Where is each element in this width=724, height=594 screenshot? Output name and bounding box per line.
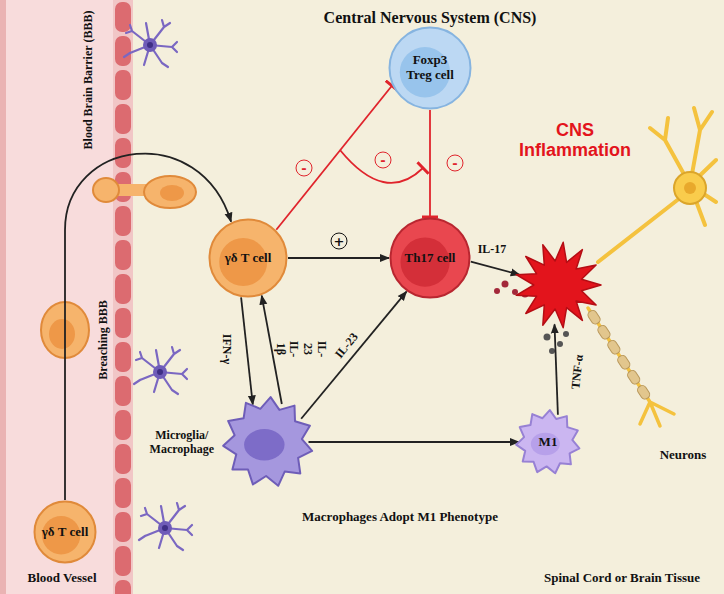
gamma-delta-t-cell: γδ T cell xyxy=(208,218,288,298)
process-label: Breaching BBB xyxy=(97,300,111,379)
connector xyxy=(309,441,520,443)
neuron-label: Neurons xyxy=(660,448,707,463)
edge-label: - xyxy=(296,160,313,177)
barrier-label: Blood Brain Barrier (BBB) xyxy=(82,11,96,150)
edge-label: + xyxy=(331,233,348,250)
connector xyxy=(65,154,231,500)
edge-label: - xyxy=(447,155,464,172)
connector xyxy=(276,86,392,230)
title: Central Nervous System (CNS) xyxy=(324,9,537,27)
edge-label: IL-23 IL-1β xyxy=(272,341,327,358)
node-label: γδ T cell xyxy=(42,525,89,540)
connector xyxy=(429,110,431,217)
region-label: Blood Vessel xyxy=(28,571,97,586)
m1-macrophage: M1 xyxy=(515,409,581,475)
th17-cell: Th17 cell xyxy=(389,217,471,299)
node-label: Foxp3 Treg cell xyxy=(399,53,461,83)
inhibition-sign: - xyxy=(375,152,392,169)
inhibition-arc xyxy=(340,150,423,183)
node-label: CNS Inflammation xyxy=(519,121,631,161)
treg-cell: Foxp3 Treg cell xyxy=(388,26,472,110)
breaching-cell xyxy=(93,176,196,208)
gamma-delta-t-cell: γδ T cell xyxy=(33,500,97,564)
blood-vessel xyxy=(0,0,113,594)
connector xyxy=(241,297,253,404)
node-label: Th17 cell xyxy=(405,251,456,266)
macrophage: Microglia/ Macrophage xyxy=(222,396,314,488)
astrocyte xyxy=(124,20,192,550)
edge-label: IL-23 xyxy=(333,331,362,362)
node-label: Microglia/ Macrophage xyxy=(150,428,214,457)
node-label: M1 xyxy=(539,435,558,450)
node-label: γδ T cell xyxy=(225,251,272,266)
region-label: Spinal Cord or Brain Tissue xyxy=(544,571,700,586)
blood-brain-barrier xyxy=(113,0,133,594)
inflammation-burst: CNS Inflammation xyxy=(514,241,602,329)
spiky-shape xyxy=(222,396,314,488)
connector xyxy=(288,257,389,259)
connector xyxy=(471,262,520,275)
connector xyxy=(555,324,558,414)
edge-label: IFN-γ xyxy=(219,334,233,364)
caption-label: Macrophages Adopt M1 Phenotype xyxy=(302,510,498,525)
edge-label: TNF-α xyxy=(569,354,586,390)
edge-label: IL-17 xyxy=(478,243,507,257)
burst-shape xyxy=(514,241,602,329)
